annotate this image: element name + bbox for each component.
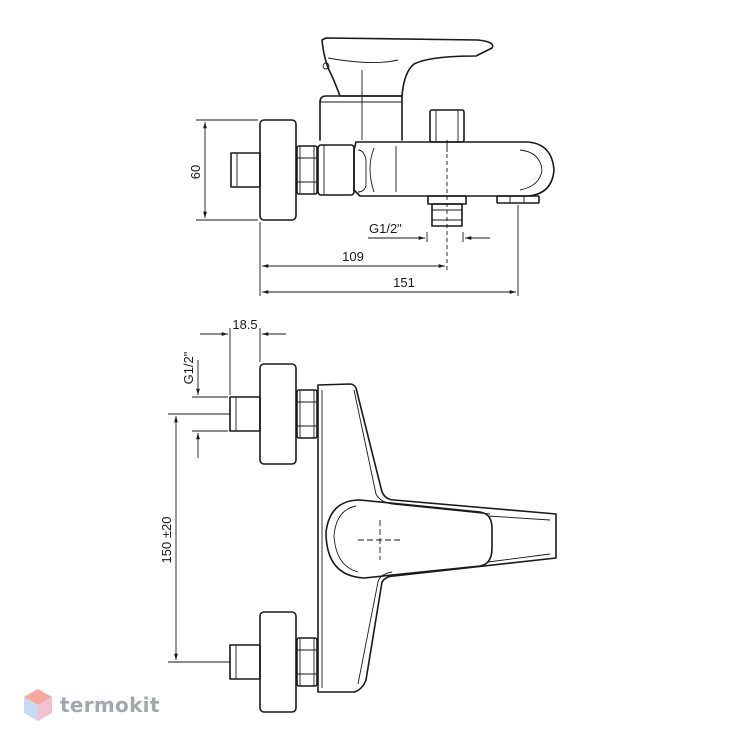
upper-flange-front <box>259 363 297 465</box>
watermark: termokit <box>22 686 160 724</box>
termokit-logo-icon <box>24 689 52 721</box>
diverter-knob-side <box>429 109 465 152</box>
lower-stub-front <box>229 644 261 680</box>
side-view <box>230 37 555 272</box>
lower-flange-front <box>259 611 297 713</box>
handle-knob-front <box>325 499 493 579</box>
dimension-150-label: 150 ±20 <box>159 517 174 564</box>
upper-stub-front <box>229 396 261 432</box>
handle-lever-side <box>321 37 494 97</box>
dimension-109-label: 109 <box>342 249 364 264</box>
thread-side-label: G1/2" <box>181 351 196 384</box>
dimension-151-label: 151 <box>393 275 415 290</box>
dimension-60: 60 <box>188 119 258 221</box>
dimension-151: 151 <box>262 205 519 296</box>
thread-top-label: G1/2" <box>369 221 402 236</box>
dimension-thread-top: G1/2" <box>368 221 490 242</box>
spout-body-side <box>353 141 555 197</box>
lower-hex-nut-front <box>296 637 318 687</box>
dimension-109: 109 <box>259 222 445 296</box>
body-collar-side <box>317 144 355 196</box>
aerator-side <box>496 195 540 204</box>
wall-flange-side <box>259 119 297 221</box>
dimension-18-5-label: 18.5 <box>232 317 257 332</box>
inlet-stub-side <box>230 152 261 188</box>
upper-hex-nut-front <box>296 389 318 439</box>
hex-nut-side <box>296 145 318 195</box>
dimension-150: 150 ±20 <box>159 413 230 663</box>
dimension-thread-side: G1/2" <box>181 351 228 458</box>
watermark-text: termokit <box>60 693 160 717</box>
mixer-body-front <box>317 383 557 693</box>
dimension-60-label: 60 <box>188 165 203 179</box>
cartridge-column-side <box>319 95 403 141</box>
front-view <box>229 363 557 713</box>
dimension-18-5: 18.5 <box>200 317 286 395</box>
